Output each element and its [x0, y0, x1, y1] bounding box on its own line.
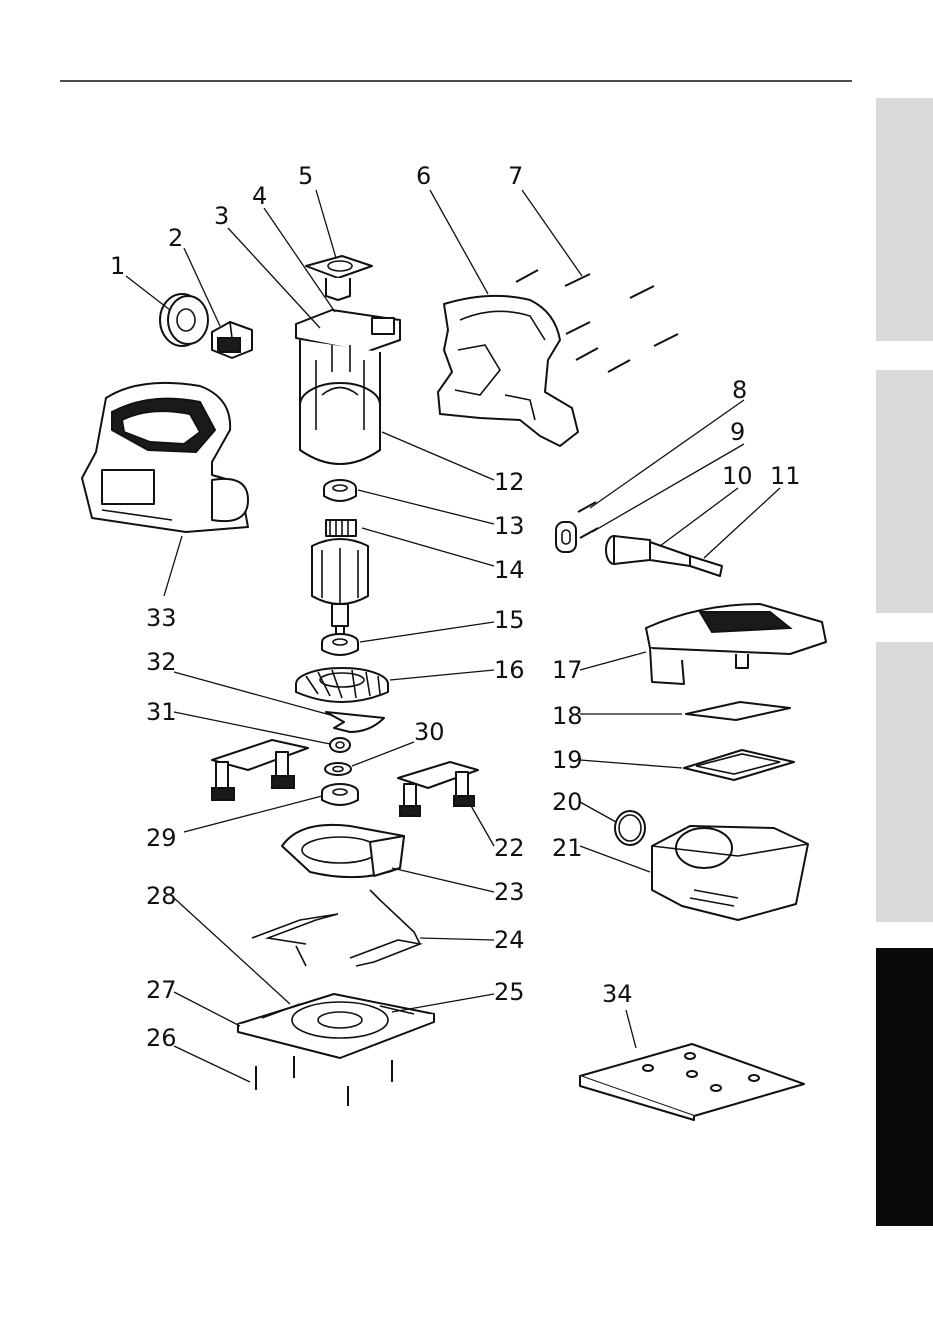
part-20-o-ring: [615, 811, 645, 845]
side-tabs: [876, 98, 933, 1226]
part-14-armature: [312, 520, 368, 642]
callout-26: 26: [146, 1024, 177, 1052]
part-32-counterweight: [326, 712, 384, 732]
part-25-base-pad: [238, 994, 434, 1058]
callout-21: 21: [552, 834, 583, 862]
part-29-bearing: [322, 784, 358, 805]
part-left-bracket: [212, 740, 308, 800]
part-30-washer: [325, 763, 351, 775]
callout-13: 13: [494, 512, 525, 540]
callout-10: 10: [722, 462, 753, 490]
callout-6: 6: [416, 162, 431, 190]
part-5-cap: [306, 256, 372, 300]
callout-3: 3: [214, 202, 229, 230]
part-23-dust-shroud: [282, 825, 404, 877]
part-26-screws: [256, 1056, 392, 1106]
callout-31: 31: [146, 698, 177, 726]
callout-23: 23: [494, 878, 525, 906]
callout-18: 18: [552, 702, 583, 730]
part-31-nut: [330, 738, 350, 752]
callout-19: 19: [552, 746, 583, 774]
callout-27: 27: [146, 976, 177, 1004]
callout-34: 34: [602, 980, 633, 1008]
callout-1: 1: [110, 252, 125, 280]
part-16-fan: [296, 668, 388, 702]
callout-29: 29: [146, 824, 177, 852]
side-tab-4-active[interactable]: [876, 948, 933, 1226]
callout-5: 5: [298, 162, 313, 190]
callout-33: 33: [146, 604, 177, 632]
callout-11: 11: [770, 462, 801, 490]
callout-28: 28: [146, 882, 177, 910]
part-8-9-latch-screws: [556, 502, 598, 552]
callout-20: 20: [552, 788, 583, 816]
callout-22: 22: [494, 834, 525, 862]
callout-12: 12: [494, 468, 525, 496]
callout-25: 25: [494, 978, 525, 1006]
callout-2: 2: [168, 224, 183, 252]
callout-9: 9: [730, 418, 745, 446]
part-33-housing: [82, 383, 248, 532]
side-tab-2[interactable]: [876, 370, 933, 613]
part-12-motor-stator: [296, 310, 400, 464]
part-17-cover: [646, 604, 826, 684]
callout-14: 14: [494, 556, 525, 584]
part-19-frame: [684, 750, 794, 780]
part-2-switch: [212, 322, 252, 358]
callout-24: 24: [494, 926, 525, 954]
side-tab-1[interactable]: [876, 98, 933, 341]
callout-7: 7: [508, 162, 523, 190]
part-21-dust-box: [652, 826, 808, 920]
part-15-bearing: [322, 634, 358, 655]
part-18-filter-sheet: [686, 702, 790, 720]
callout-15: 15: [494, 606, 525, 634]
part-22-bracket: [398, 762, 478, 816]
callout-labels: 1 2 3 4 5 6 7 8 9 10 11 12 13 14 15 16 1…: [110, 162, 801, 1052]
part-10-11-shaft: [606, 536, 722, 576]
part-1-ring: [160, 294, 208, 346]
callout-16: 16: [494, 656, 525, 684]
part-6-housing-half: [438, 296, 578, 446]
part-24-springs: [252, 890, 420, 966]
callout-8: 8: [732, 376, 747, 404]
part-34-platen-plate: [580, 1044, 804, 1120]
callout-30: 30: [414, 718, 445, 746]
part-13-bearing: [324, 480, 356, 501]
callout-4: 4: [252, 182, 267, 210]
callout-32: 32: [146, 648, 177, 676]
callout-17: 17: [552, 656, 583, 684]
side-tab-3[interactable]: [876, 642, 933, 922]
